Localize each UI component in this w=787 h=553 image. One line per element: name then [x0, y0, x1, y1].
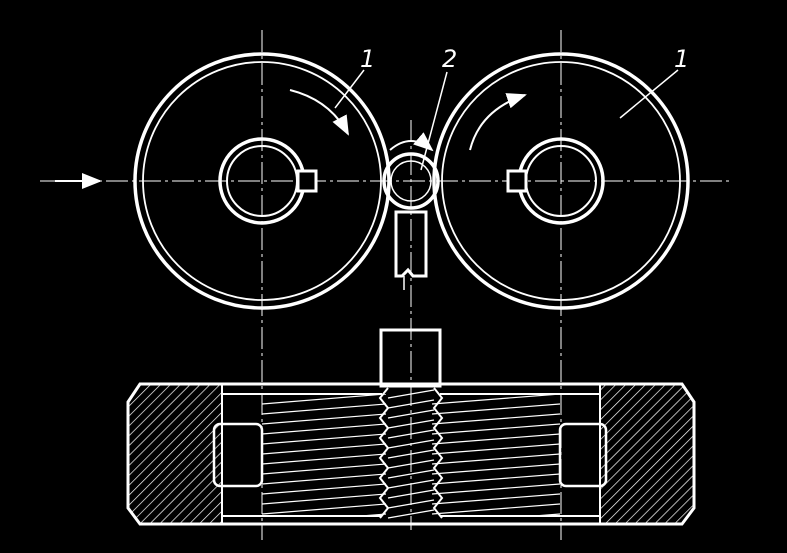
right-roller-outer-rim: [432, 52, 690, 310]
support-rest: [394, 210, 428, 290]
workpiece-thread-crests: [387, 389, 435, 519]
workpiece-rotation-arrow: [389, 132, 434, 152]
right-roller-inner-rim: [441, 61, 681, 301]
workpiece: [382, 132, 440, 210]
left-flange-hatched: [127, 383, 223, 525]
left-roller-outer-rim: [133, 52, 391, 310]
workpiece-inner-circle: [390, 160, 432, 202]
workpiece-section-stub: [379, 328, 442, 388]
label-left-roller: 1: [360, 45, 375, 73]
right-roller-thread-lines: [432, 394, 560, 516]
workpiece-thread-left-edge: [378, 387, 390, 519]
left-roller-keyway: [296, 169, 318, 193]
label-right-roller: 1: [674, 45, 689, 73]
leader-line-right-roller: [619, 69, 679, 119]
left-roller-rotation-arrow: [289, 89, 349, 136]
support-rest-body: [394, 210, 428, 278]
right-roller: [432, 52, 690, 310]
leader-line-workpiece: [420, 71, 448, 171]
left-hub-recess: [212, 422, 264, 488]
labels: 1 2 1: [334, 45, 689, 171]
sectional-view: [126, 328, 696, 526]
right-flange-hatched: [599, 383, 695, 525]
workpiece-outer-circle: [382, 152, 440, 210]
left-roller: [133, 52, 391, 310]
label-workpiece: 2: [442, 45, 457, 73]
right-roller-rotation-arrow: [469, 93, 527, 151]
right-hub-recess: [558, 422, 608, 488]
left-roller-thread-lines: [262, 394, 386, 516]
leader-line-left-roller: [334, 69, 365, 109]
right-roller-keyway: [506, 169, 528, 193]
left-roller-inner-rim: [142, 61, 382, 301]
